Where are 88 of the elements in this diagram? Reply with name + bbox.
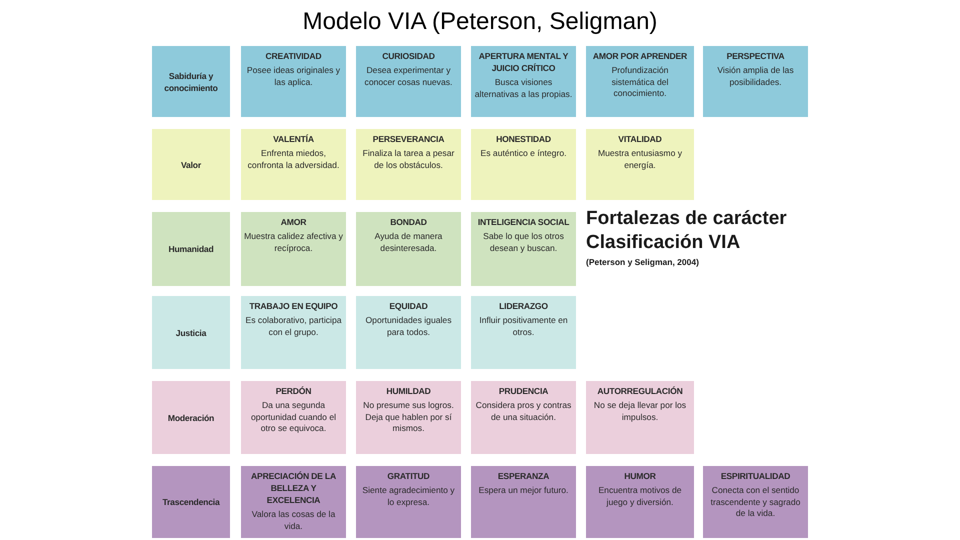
category-box	[152, 129, 230, 200]
strength-box	[703, 46, 808, 117]
strength-description: Visión amplia de las posibilidades.	[716, 65, 795, 88]
strength-name: PERDÓN	[276, 385, 312, 397]
category-box	[152, 466, 230, 538]
strength-description: Es colaborativo, participa con el grupo.	[244, 315, 342, 338]
strength-name: ESPIRITUALIDAD	[720, 470, 790, 482]
strength-box	[241, 46, 346, 117]
strength-box	[586, 381, 694, 454]
strength-name: BONDAD	[390, 216, 427, 228]
strength-description: No presume sus logros. Deja que hablen por sí mismos.	[362, 400, 455, 434]
strength-description: No se deja llevar por los impulsos.	[592, 400, 688, 423]
category-box	[152, 46, 230, 117]
heading-text: Fortalezas de carácter	[586, 208, 787, 230]
strength-box	[471, 129, 576, 200]
strength-description: Enfrenta miedos, confronta la adversidad.	[246, 148, 340, 171]
strength-description: Desea experimentar y conocer cosas nuevas.	[364, 65, 454, 88]
strength-name: CREATIVIDAD	[266, 50, 322, 62]
strength-name: PERSEVERANCIA	[372, 133, 444, 145]
category-name: Sabiduría y conocimiento	[163, 70, 219, 94]
strength-box	[241, 212, 346, 286]
strength-name: LIDERAZGO	[499, 300, 548, 312]
strength-name: VALENTÍA	[273, 133, 314, 145]
category-name: Moderación	[168, 412, 214, 424]
strength-name: INTELIGENCIA SOCIAL	[478, 216, 570, 228]
strength-name: VITALIDAD	[618, 133, 662, 145]
strength-box	[356, 296, 461, 369]
strength-box	[356, 212, 461, 286]
strength-name: HUMOR	[624, 470, 656, 482]
strength-name: TRABAJO EN EQUIPO	[249, 300, 338, 312]
strength-description: Espera un mejor futuro.	[478, 485, 568, 496]
strength-name: AMOR POR APRENDER	[592, 50, 688, 62]
strength-description: Siente agradecimiento y lo expresa.	[361, 485, 456, 508]
category-name: Valor	[180, 158, 202, 170]
strength-description: Ayuda de manera desinteresada.	[374, 231, 444, 254]
strength-box	[471, 46, 576, 117]
strength-name: GRATITUD	[387, 470, 430, 482]
strength-description: Sabe lo que los otros desean y buscan.	[482, 231, 565, 254]
title: Modelo VIA (Peterson, Seligman)	[302, 8, 658, 36]
strength-name: PERSPECTIVA	[726, 50, 784, 62]
strength-box	[241, 466, 346, 538]
strength-box	[471, 212, 576, 286]
strength-description: Considera pros y contras de una situación.	[474, 400, 572, 423]
strength-name: AUTORREGULACIÓN	[597, 385, 683, 397]
strength-name: PRUDENCIA	[498, 385, 548, 397]
strength-name: APERTURA MENTAL Y JUICIO CRÍTICO	[478, 50, 570, 74]
strength-name: APRECIACIÓN DE LA BELLEZA Y EXCELENCIA	[250, 470, 337, 506]
strength-description: Encuentra motivos de juego y diversión.	[597, 485, 683, 508]
strength-name: HONESTIDAD	[496, 133, 551, 145]
strength-description: Posee ideas originales y las aplica.	[246, 65, 342, 88]
category-box	[152, 381, 230, 454]
strength-description: Busca visiones alternativas a las propias.	[474, 77, 573, 100]
strength-box	[471, 381, 576, 454]
strength-description: Muestra calidez afectiva y recíproca.	[244, 231, 343, 254]
strength-box	[586, 129, 694, 200]
citation-text: (Peterson y Seligman, 2004)	[586, 257, 699, 267]
strength-description: Muestra entusiasmo y energía.	[596, 148, 684, 171]
strength-box	[356, 381, 461, 454]
strength-box	[356, 46, 461, 117]
strength-box	[586, 46, 694, 117]
strength-box	[471, 466, 576, 538]
strength-box	[586, 466, 694, 538]
strength-description: Profundización sistemática del conocimiento.	[610, 65, 670, 100]
strength-description: Influir positivamente en otros.	[478, 315, 569, 338]
strength-name: CURIOSIDAD	[382, 50, 435, 62]
strength-description: Es auténtico e íntegro.	[480, 148, 566, 160]
strength-name: HUMILDAD	[386, 385, 431, 397]
strength-box	[241, 129, 346, 200]
strength-name: EQUIDAD	[389, 300, 428, 312]
strength-description: Conecta con el sentido trascendente y sagrado de la vida.	[710, 485, 802, 520]
category-box	[152, 212, 230, 286]
strength-description: Da una segunda oportunidad cuando el otro se equivoca.	[250, 400, 338, 434]
strength-box	[703, 466, 808, 538]
strength-box	[356, 129, 461, 200]
strength-name: AMOR	[280, 216, 306, 228]
strength-name: ESPERANZA	[498, 470, 550, 482]
strength-description: Finaliza la tarea a pesar de los obstáculos.	[362, 148, 456, 171]
strength-description: Oportunidades iguales para todos.	[364, 315, 452, 338]
category-name: Trascendencia	[162, 496, 220, 508]
strength-description: Valora las cosas de la vida.	[250, 509, 336, 532]
strength-box	[356, 466, 461, 538]
category-name: Humanidad	[168, 243, 214, 255]
category-name: Justicia	[176, 326, 206, 338]
strength-box	[241, 296, 346, 369]
category-box	[152, 296, 230, 369]
strength-box	[471, 296, 576, 369]
heading-text: Clasificación VIA	[586, 232, 740, 254]
strength-box	[241, 381, 346, 454]
